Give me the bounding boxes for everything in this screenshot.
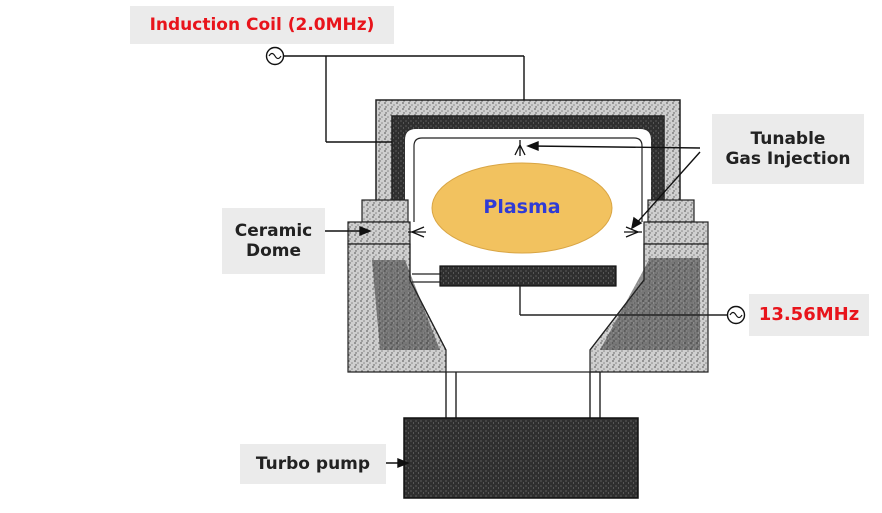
wafer-electrode (439, 265, 617, 287)
turbo-pump-text: Turbo pump (255, 453, 371, 474)
gas-injection-pointers (526, 140, 701, 230)
induction-coil-text: Induction Coil (2.0MHz) (149, 14, 375, 35)
ceramic-dome-label: Ceramic Dome (222, 208, 325, 274)
tunable-gas-injection-label: Tunable Gas Injection (712, 114, 864, 184)
coil-wiring (284, 55, 525, 143)
dome-inner-liner (405, 129, 651, 222)
rf-bias-text: 13.56MHz (758, 304, 860, 326)
plasma-ellipse (431, 162, 613, 254)
ceramic-line2: Dome (245, 241, 302, 261)
left-flange (347, 221, 411, 245)
turbo-pump-block (403, 417, 639, 499)
rf-bias-label: 13.56MHz (749, 294, 869, 336)
turbo-pump-label: Turbo pump (240, 444, 386, 484)
ac-source-icon (726, 305, 746, 325)
left-gas-nozzle (408, 226, 426, 238)
tunable-gas-line1: Tunable (750, 128, 826, 149)
ac-source-icon (265, 46, 285, 66)
plasma-label: Plasma (483, 196, 561, 218)
right-flange (643, 221, 709, 245)
ceramic-line1: Ceramic (234, 220, 313, 241)
ceramic-dome-pointer (325, 225, 372, 237)
pump-throat (445, 372, 601, 418)
top-gas-nozzle (514, 140, 526, 156)
turbo-pump-pointer (386, 457, 410, 469)
tunable-gas-line2: Gas Injection (725, 149, 851, 169)
right-gas-nozzle (624, 226, 642, 238)
left-shoulder-ring (361, 199, 409, 223)
induction-coil-label: Induction Coil (2.0MHz) (130, 6, 394, 44)
